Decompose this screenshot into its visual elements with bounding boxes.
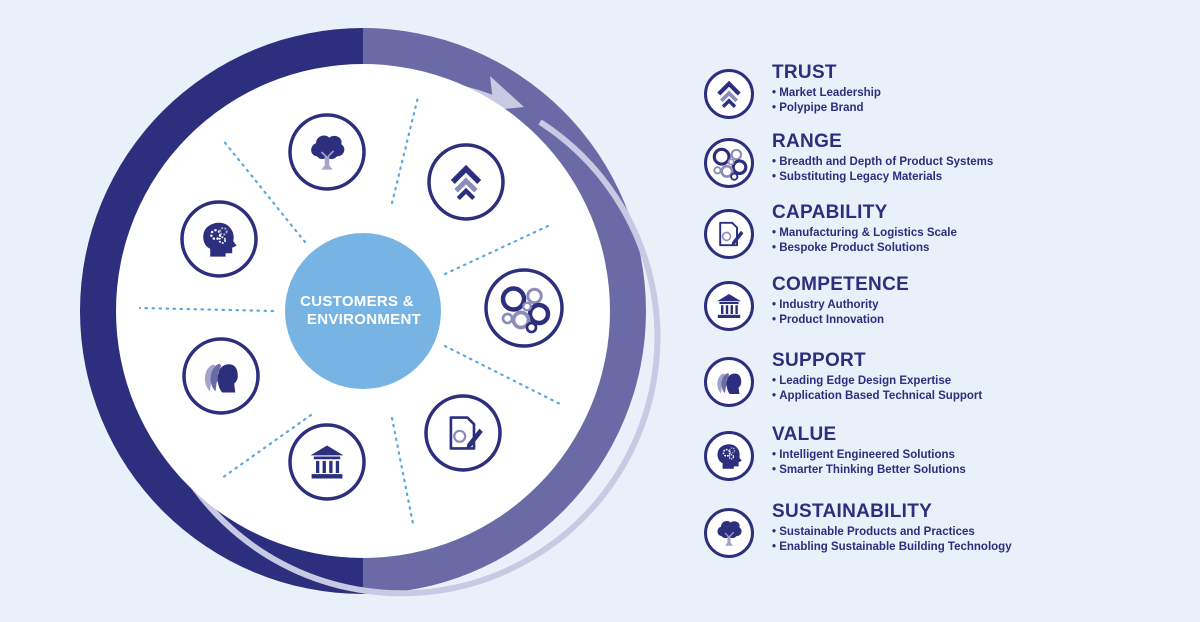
legend-title: TRUST [772,62,837,83]
legend-item-capability: CAPABILITY Manufacturing & Logistics Sca… [700,202,1180,268]
wheel-building-columns-icon [288,423,366,501]
wheel-document-pen-icon [424,394,502,472]
legend-bullet: Application Based Technical Support [772,389,982,404]
legend-item-support: SUPPORT Leading Edge Design Expertise Ap… [700,350,1180,416]
wheel-chevrons-up-icon [427,143,505,221]
legend-bullets: Manufacturing & Logistics Scale Bespoke … [772,226,957,255]
tree-icon [704,508,754,558]
legend-bullet: Smarter Thinking Better Solutions [772,463,966,478]
values-legend: TRUST Market Leadership Polypipe Brand R… [700,0,1200,622]
chevrons-up-icon [704,69,754,119]
cycle-arrowhead [490,76,524,110]
legend-bullets: Industry Authority Product Innovation [772,298,884,327]
values-wheel: CUSTOMERS & ENVIRONMENT [80,28,661,597]
legend-title: SUPPORT [772,350,866,371]
head-gears-icon [704,431,754,481]
legend-bullets: Breadth and Depth of Product Systems Sub… [772,155,993,184]
wheel-head-gears-icon [180,200,258,278]
legend-bullet: Breadth and Depth of Product Systems [772,155,993,170]
circles-icon [704,138,754,188]
legend-item-trust: TRUST Market Leadership Polypipe Brand [700,62,1180,128]
legend-item-sustainability: SUSTAINABILITY Sustainable Products and … [700,501,1180,567]
legend-bullet: Substituting Legacy Materials [772,170,993,185]
legend-bullet: Product Innovation [772,313,884,328]
legend-bullet: Industry Authority [772,298,884,313]
legend-item-range: RANGE Breadth and Depth of Product Syste… [700,131,1180,197]
legend-bullet: Polypipe Brand [772,101,881,116]
building-columns-icon [704,281,754,331]
legend-title: VALUE [772,424,837,445]
legend-bullet: Leading Edge Design Expertise [772,374,982,389]
legend-bullets: Market Leadership Polypipe Brand [772,86,881,115]
legend-bullets: Intelligent Engineered Solutions Smarter… [772,448,966,477]
legend-title: SUSTAINABILITY [772,501,933,522]
legend-item-competence: COMPETENCE Industry Authority Product In… [700,274,1180,340]
document-pen-icon [704,209,754,259]
legend-bullet: Market Leadership [772,86,881,101]
legend-title: COMPETENCE [772,274,910,295]
dotted-separators [138,95,562,526]
legend-item-value: VALUE Intelligent Engineered Solutions S… [700,424,1180,490]
heads-profile-icon [704,357,754,407]
legend-bullet: Manufacturing & Logistics Scale [772,226,957,241]
legend-title: RANGE [772,131,843,152]
legend-bullet: Bespoke Product Solutions [772,241,957,256]
legend-bullets: Sustainable Products and Practices Enabl… [772,525,1012,555]
legend-bullets: Leading Edge Design Expertise Applicatio… [772,374,982,403]
center-label-line2: ENVIRONMENT [307,311,421,328]
wheel-tree-icon [288,113,366,191]
center-label-line1: CUSTOMERS & [300,293,414,310]
legend-title: CAPABILITY [772,202,888,223]
wheel-circles-icon [484,268,564,348]
wheel-heads-profile-icon [182,337,260,415]
legend-bullet: Sustainable Products and Practices [772,525,1012,540]
legend-bullet: Intelligent Engineered Solutions [772,448,966,463]
legend-bullet: Enabling Sustainable Building Technology [772,540,1011,555]
center-circle [285,233,441,389]
